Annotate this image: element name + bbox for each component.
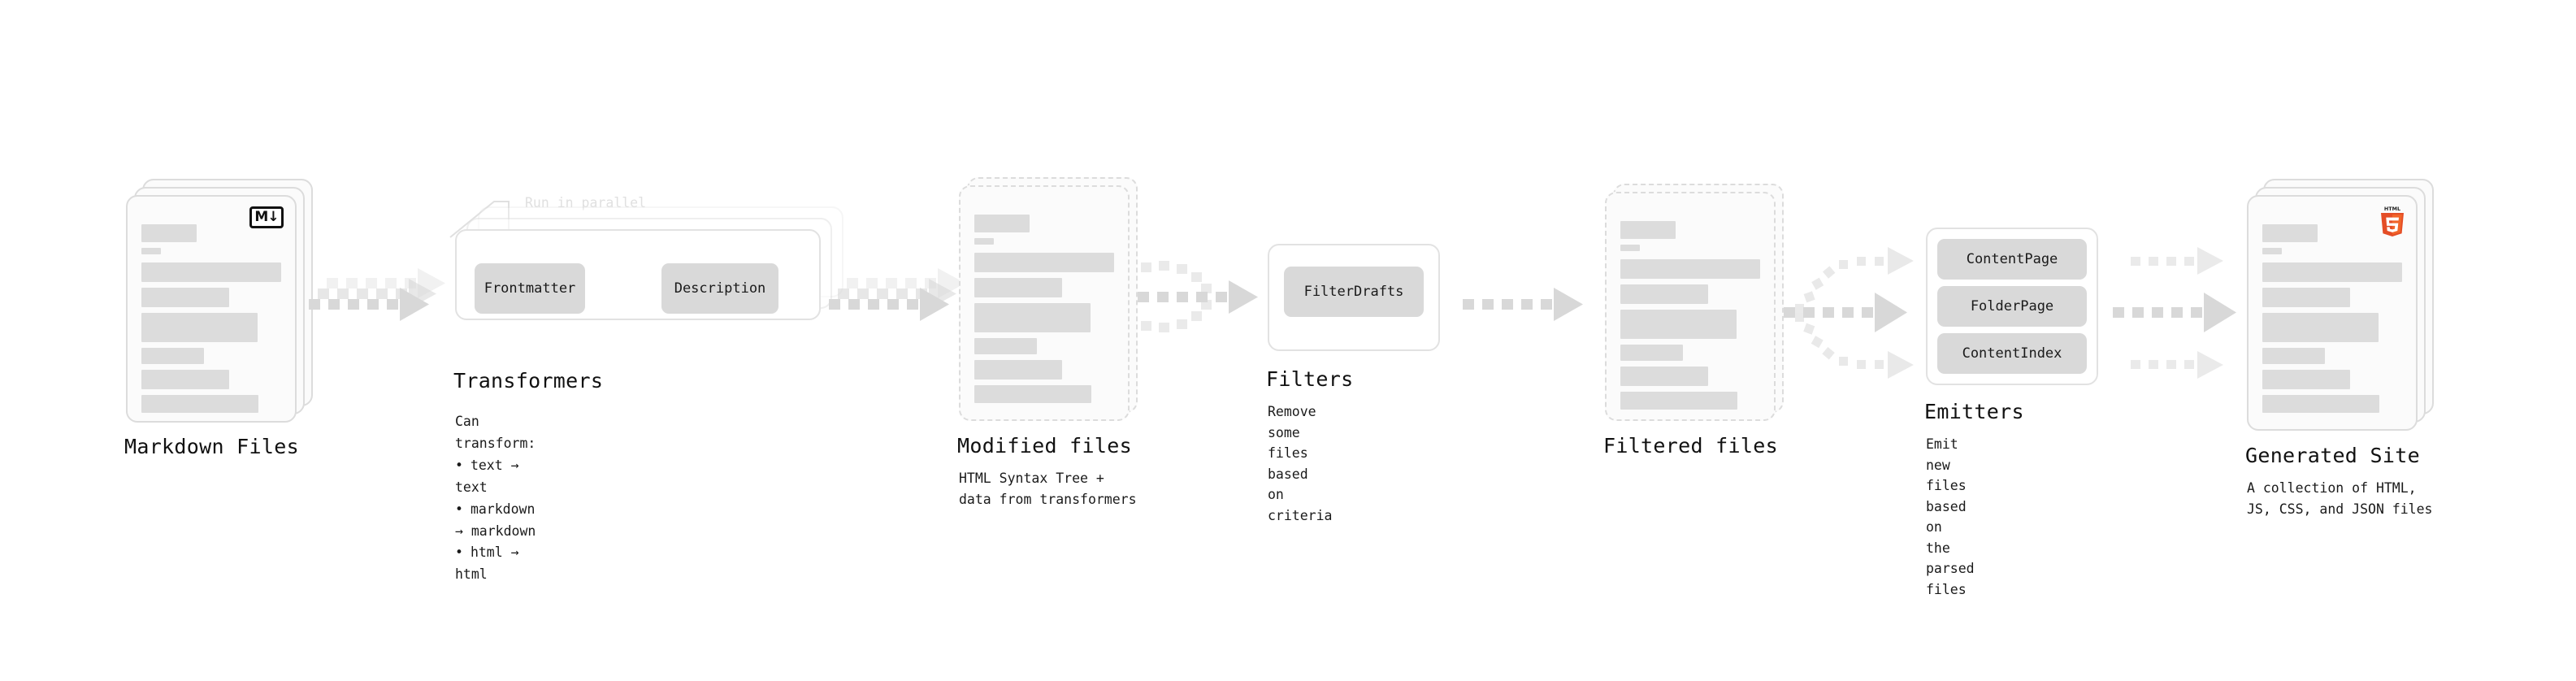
stage-title-filtered-files: Filtered files [1603,434,1778,458]
arrow-filters-to-filtered [1463,268,1601,341]
skeleton-line [141,288,230,307]
arrow-emitters-to-site [2113,236,2267,390]
bullet-item: text → text [455,455,536,498]
skeleton-line [974,303,1091,332]
caption-heading: Can transform: [455,414,536,451]
stage-title-filters: Filters [1266,367,1354,391]
skeleton-line [141,370,230,389]
markdown-badge: M↓ [249,206,284,228]
stage-title-generated-site: Generated Site [2245,444,2420,467]
skeleton-line [2262,370,2351,389]
skeleton-line [1620,221,1676,239]
doc-skeleton [141,224,281,413]
stage-caption-modified-files: HTML Syntax Tree + data from transformer… [959,471,1137,507]
doc-skeleton [974,215,1114,403]
skeleton-line [974,253,1114,272]
stage-caption-emitters: Emit new files based on the parsed files [1926,436,1975,597]
skeleton-line [2262,224,2318,242]
skeleton-line [2262,395,2380,413]
chip-contentindex[interactable]: ContentIndex [1937,333,2087,374]
markdown-doc-front: M↓ [126,195,297,423]
bullet-item: markdown → markdown [455,499,536,542]
skeleton-line [1620,345,1684,361]
arrow-modified-to-filters [1138,256,1284,345]
skeleton-line [2262,262,2402,282]
skeleton-line [974,360,1063,380]
skeleton-line [141,348,205,364]
transformers-caption: Can transform: text → text markdown → ma… [455,411,536,586]
chip-contentpage[interactable]: ContentPage [1937,239,2087,280]
skeleton-line [2262,288,2351,307]
filtered-doc-front [1605,192,1776,421]
skeleton-line [141,248,161,254]
stage-caption-generated-site: A collection of HTML, JS, CSS, and JSON … [2247,480,2433,517]
arrow-filtered-to-emitters [1784,236,1938,390]
bullet-item: html → html [455,542,536,585]
skeleton-line [974,338,1038,354]
skeleton-line [974,238,994,245]
skeleton-line [1620,259,1760,279]
stage-modified-files: Modified files HTML Syntax Tree + data f… [957,177,1146,507]
skeleton-line [2262,313,2379,342]
site-doc-front: HTML [2247,195,2418,431]
skeleton-line [141,395,259,413]
skeleton-line [1620,367,1709,386]
skeleton-line [141,313,258,342]
chip-description[interactable]: Description [661,263,778,314]
skeleton-line [141,224,197,242]
html5-badge: HTML [2379,205,2406,237]
stage-title-transformers: Transformers [453,369,604,393]
skeleton-line [1620,310,1737,339]
skeleton-line [974,385,1092,403]
stage-title-modified-files: Modified files [957,434,1132,458]
arrow-markdown-to-transformers [309,268,455,341]
svg-text:HTML: HTML [2384,206,2400,212]
stage-title-markdown-files: Markdown Files [124,435,299,458]
modified-doc-front [959,185,1130,421]
doc-skeleton [2262,224,2402,413]
skeleton-line [141,262,281,282]
skeleton-line [1620,284,1709,304]
skeleton-line [1620,392,1738,410]
stage-caption-filters: Remove some files based on criteria [1268,404,1333,523]
run-in-parallel-label: Run in parallel [525,195,647,210]
chip-frontmatter[interactable]: Frontmatter [475,263,585,314]
stage-filtered-files: Filtered files [1603,184,1792,458]
stage-markdown-files: M↓ M↓ M↓ Markdown Files [124,179,313,458]
chip-folderpage[interactable]: FolderPage [1937,286,2087,327]
skeleton-line [974,215,1030,232]
skeleton-line [2262,348,2326,364]
stage-title-emitters: Emitters [1924,400,2024,423]
arrow-transformers-to-modified [829,268,975,341]
skeleton-line [974,278,1063,297]
doc-skeleton [1620,221,1760,410]
skeleton-line [2262,248,2282,254]
stage-generated-site: CSS HTML [2245,179,2442,517]
chip-filterdrafts[interactable]: FilterDrafts [1284,267,1424,317]
skeleton-line [1620,245,1640,251]
